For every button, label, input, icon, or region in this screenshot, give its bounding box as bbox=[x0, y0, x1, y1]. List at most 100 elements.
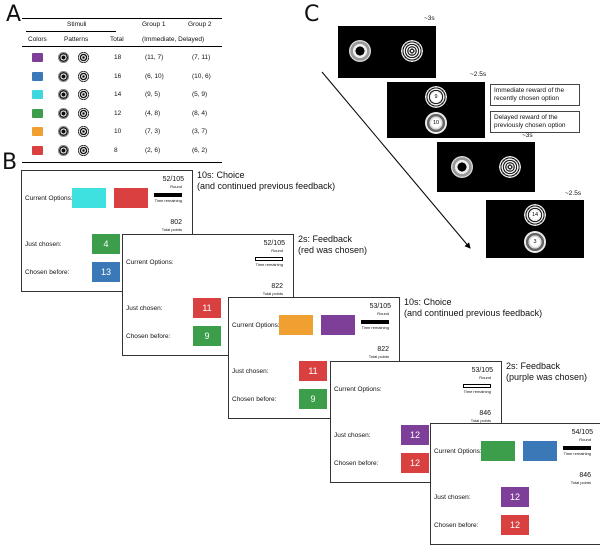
table-row: 18(11, 7)(7, 11) bbox=[22, 50, 222, 69]
round-counter: 54/105 bbox=[571, 429, 593, 436]
current-options-label: Current Options: bbox=[232, 322, 280, 329]
table-top-rule bbox=[22, 18, 222, 19]
points-label: Total points bbox=[570, 480, 591, 485]
pattern-icon bbox=[78, 52, 89, 63]
caption-desc: (purple was chosen) bbox=[506, 372, 588, 382]
time-remaining-bar bbox=[563, 446, 591, 450]
option-left[interactable] bbox=[72, 188, 106, 208]
table-row: 10(7, 3)(3, 7) bbox=[22, 124, 222, 143]
option-left[interactable] bbox=[481, 441, 515, 461]
group2-cell: (8, 4) bbox=[192, 109, 208, 117]
pattern-icon bbox=[58, 126, 69, 137]
group1-cell: (4, 8) bbox=[145, 109, 161, 117]
total-cell: 10 bbox=[114, 128, 122, 135]
chosen-before-label: Chosen before: bbox=[334, 460, 379, 467]
points-label: Total points bbox=[262, 291, 283, 296]
just-chosen-value: 11 bbox=[299, 361, 327, 381]
group1-header: Group 1 bbox=[142, 21, 166, 28]
option-right[interactable] bbox=[321, 315, 355, 335]
pattern-icon bbox=[78, 89, 89, 100]
stimulus-option-2 bbox=[499, 156, 521, 178]
choice-screen-1 bbox=[338, 26, 436, 78]
caption-time: 10s: Choice bbox=[404, 297, 452, 307]
panel-label-c: C bbox=[304, 2, 320, 27]
round-counter: 53/105 bbox=[369, 303, 391, 310]
time-label-4: ~2.5s bbox=[565, 190, 582, 197]
round-label: Round bbox=[479, 375, 491, 380]
reward-badge-bottom: 10 bbox=[431, 118, 441, 128]
just-chosen-label: Just chosen: bbox=[126, 305, 163, 312]
just-chosen-value: 12 bbox=[501, 487, 529, 507]
option-left[interactable] bbox=[279, 315, 313, 335]
pattern-icon bbox=[78, 70, 89, 82]
group1-cell: (6, 10) bbox=[145, 72, 164, 80]
time-remaining-label: Time remaining bbox=[255, 262, 283, 267]
color-swatch bbox=[32, 145, 43, 155]
time-remaining-label: Time remaining bbox=[463, 389, 491, 394]
time-label-2: ~2.5s bbox=[470, 71, 487, 78]
just-chosen-value: 11 bbox=[193, 298, 221, 318]
stimuli-table: Stimuli Group 1 Group 2 Colors Patterns … bbox=[22, 18, 222, 163]
caption-desc: (and continued previous feedback) bbox=[197, 181, 336, 191]
time-label-1: ~3s bbox=[424, 15, 435, 22]
color-swatch bbox=[32, 108, 43, 118]
pattern-icon bbox=[78, 126, 89, 137]
time-remaining-label: Time remaining bbox=[361, 325, 389, 330]
chosen-before-value: 12 bbox=[501, 515, 529, 535]
table-row: 12(4, 8)(8, 4) bbox=[22, 106, 222, 125]
note-immediate: Immediate reward of the recently chosen … bbox=[490, 84, 580, 106]
points-value: 802 bbox=[170, 219, 182, 226]
round-counter: 52/105 bbox=[162, 176, 184, 183]
stimuli-header: Stimuli bbox=[67, 21, 87, 28]
reward-badge-top-2: 14 bbox=[530, 210, 540, 220]
just-chosen-label: Just chosen: bbox=[25, 241, 62, 248]
stimuli-underline bbox=[26, 31, 116, 32]
just-chosen-value: 12 bbox=[401, 425, 429, 445]
points-label: Total points bbox=[368, 354, 389, 359]
group1-cell: (2, 6) bbox=[145, 146, 161, 154]
round-label: Round bbox=[579, 437, 591, 442]
total-cell: 18 bbox=[114, 54, 122, 61]
colors-header: Colors bbox=[28, 36, 47, 43]
option-right[interactable] bbox=[523, 441, 557, 461]
patterns-header: Patterns bbox=[64, 36, 89, 43]
option-right[interactable] bbox=[114, 188, 148, 208]
caption-time: 2s: Feedback bbox=[506, 361, 561, 371]
chosen-before-value: 9 bbox=[193, 326, 221, 346]
group2-cell: (10, 6) bbox=[192, 72, 211, 80]
pattern-icon bbox=[58, 52, 69, 63]
chosen-before-value: 13 bbox=[92, 262, 120, 282]
just-chosen-label: Just chosen: bbox=[232, 368, 269, 375]
chosen-before-label: Chosen before: bbox=[232, 396, 277, 403]
reward-badge-bottom-2: 3 bbox=[530, 237, 540, 247]
table-row: 16(6, 10)(10, 6) bbox=[22, 69, 222, 88]
round-counter: 53/105 bbox=[471, 367, 493, 374]
group2-cell: (3, 7) bbox=[192, 128, 208, 135]
group1-cell: (9, 5) bbox=[145, 91, 161, 98]
time-remaining-bar bbox=[361, 320, 389, 324]
group2-cell: (6, 2) bbox=[192, 146, 208, 154]
pattern-icon bbox=[78, 107, 89, 119]
step-caption: 10s: Choice(and continued previous feedb… bbox=[197, 170, 335, 192]
stimulus-option bbox=[401, 40, 423, 62]
pattern-icon bbox=[58, 89, 69, 100]
color-swatch bbox=[32, 53, 43, 62]
time-remaining-label: Time remaining bbox=[154, 198, 182, 203]
pattern-icon bbox=[78, 144, 89, 156]
table-header-rule bbox=[22, 46, 222, 47]
points-label: Total points bbox=[161, 227, 182, 232]
stimulus-chosen-red-2 bbox=[451, 156, 473, 178]
step-caption: 2s: Feedback(red was chosen) bbox=[298, 234, 367, 256]
total-cell: 14 bbox=[114, 91, 122, 98]
time-remaining-bar bbox=[255, 257, 283, 261]
round-label: Round bbox=[377, 311, 389, 316]
points-value: 846 bbox=[479, 410, 491, 417]
time-remaining-label: Time remaining bbox=[563, 451, 591, 456]
just-chosen-value: 4 bbox=[92, 234, 120, 254]
note-delayed: Delayed reward of the previously chosen … bbox=[490, 111, 580, 133]
color-swatch bbox=[32, 90, 43, 99]
current-options-label: Current Options: bbox=[25, 195, 73, 202]
immediate-delayed-header: (Immediate, Delayed) bbox=[142, 36, 205, 43]
